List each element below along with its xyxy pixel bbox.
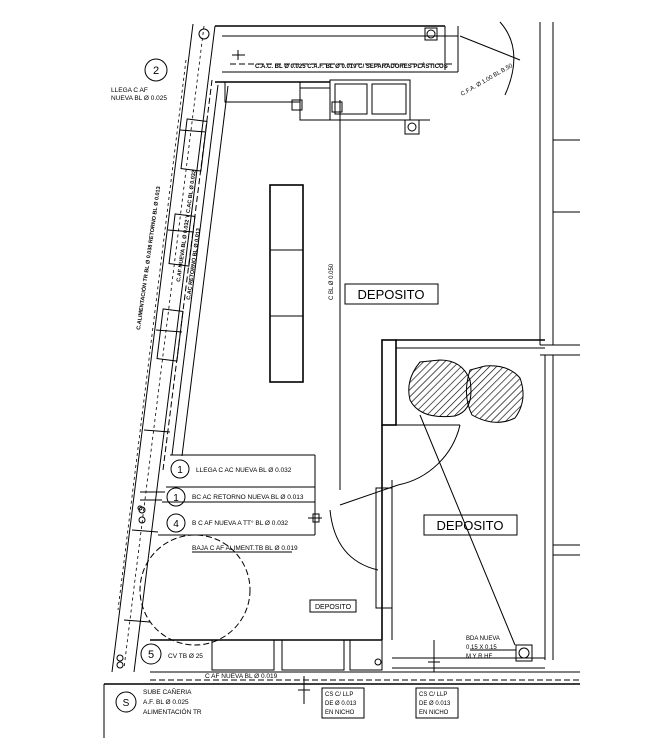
cs-box-1: CS C/ LLP DE Ø 0.013 EN NICHO bbox=[321, 687, 365, 719]
marker-row2: 1 bbox=[166, 487, 186, 507]
marker-row2-label: 1 bbox=[173, 493, 179, 504]
note-llega-caf-1: LLEGA C AF bbox=[111, 87, 148, 94]
marker-bottom-label: 5 bbox=[148, 649, 154, 661]
shelf-unit bbox=[269, 184, 304, 383]
note-cv-tb: CV TB Ø 25 bbox=[168, 653, 203, 660]
marker-top-2: 2 bbox=[144, 58, 168, 82]
room-label-right-text: DEPOSITO bbox=[437, 518, 504, 533]
room-label-main: DEPOSITO bbox=[344, 283, 439, 305]
dashed-circle bbox=[139, 534, 251, 646]
note-bda-3: M Y R HF bbox=[466, 654, 492, 660]
marker-row3: 4 bbox=[166, 513, 186, 533]
note-row2: BC AC RETORNO NUEVA BL Ø 0.013 bbox=[192, 494, 304, 501]
room-label-main-text: DEPOSITO bbox=[358, 287, 425, 302]
left-slanted-wall bbox=[111, 23, 216, 673]
top-fixtures bbox=[198, 27, 438, 135]
hatched-tanks bbox=[408, 359, 524, 423]
lower-rows bbox=[137, 454, 322, 536]
top-right-diagonal bbox=[459, 21, 521, 96]
cs1-line2: DE Ø 0.013 bbox=[325, 701, 357, 707]
note-sube-1: SUBE CAÑERIA bbox=[143, 687, 192, 696]
right-room bbox=[329, 339, 545, 669]
note-row3: B C AF NUEVA A TT° BL Ø 0.032 bbox=[192, 519, 288, 527]
marker-top-label: 2 bbox=[153, 65, 159, 77]
marker-bottom-5: 5 bbox=[140, 643, 162, 665]
note-bda-1: BDA NUEVA bbox=[466, 636, 500, 642]
note-baja: BAJA C AF ALIMENT.TB BL Ø 0.019 bbox=[192, 545, 298, 552]
note-llega-caf-2: NUEVA BL Ø 0.025 bbox=[111, 95, 167, 102]
top-wall bbox=[215, 25, 459, 83]
cs1-line3: EN NICHO bbox=[325, 710, 355, 716]
cs-box-2: CS C/ LLP DE Ø 0.013 EN NICHO bbox=[415, 687, 459, 719]
room-label-right: DEPOSITO bbox=[423, 514, 518, 536]
note-caf-nueva: C AF NUEVA BL Ø 0.019 bbox=[205, 673, 278, 680]
note-sube-2: A.F. BL Ø 0.025 bbox=[143, 699, 189, 706]
fitting-circle bbox=[116, 654, 124, 662]
marker-row1-label: 1 bbox=[177, 465, 183, 476]
cs2-line3: EN NICHO bbox=[419, 710, 449, 716]
cs2-line1: CS C/ LLP bbox=[419, 692, 447, 698]
note-bda-2: 0.15 X 0.15 bbox=[466, 645, 497, 651]
cs2-line2: DE Ø 0.013 bbox=[419, 701, 451, 707]
note-row1: LLEGA C AC NUEVA BL Ø 0.032 bbox=[196, 467, 292, 474]
note-top-pipe: C.A.C. BL Ø 0.025 C.A.F. BL Ø 0.019 C/ S… bbox=[255, 63, 448, 70]
bottom-wall bbox=[103, 639, 580, 738]
inner-left-wall bbox=[156, 79, 229, 471]
room-label-small-text: DEPOSITO bbox=[315, 604, 352, 611]
marker-s: S bbox=[115, 691, 137, 713]
marker-row1: 1 bbox=[170, 459, 190, 479]
cs1-line1: CS C/ LLP bbox=[325, 692, 353, 698]
fitting-circle bbox=[116, 661, 124, 669]
note-sube-3: ALIMENTACIÓN TR bbox=[143, 707, 202, 716]
marker-s-label: S bbox=[123, 698, 130, 709]
marker-row3-label: 4 bbox=[173, 519, 179, 530]
room-label-small: DEPOSITO bbox=[309, 599, 357, 613]
right-walls bbox=[539, 22, 580, 660]
note-vertical-pipe: C BL Ø 0.050 bbox=[329, 263, 335, 300]
